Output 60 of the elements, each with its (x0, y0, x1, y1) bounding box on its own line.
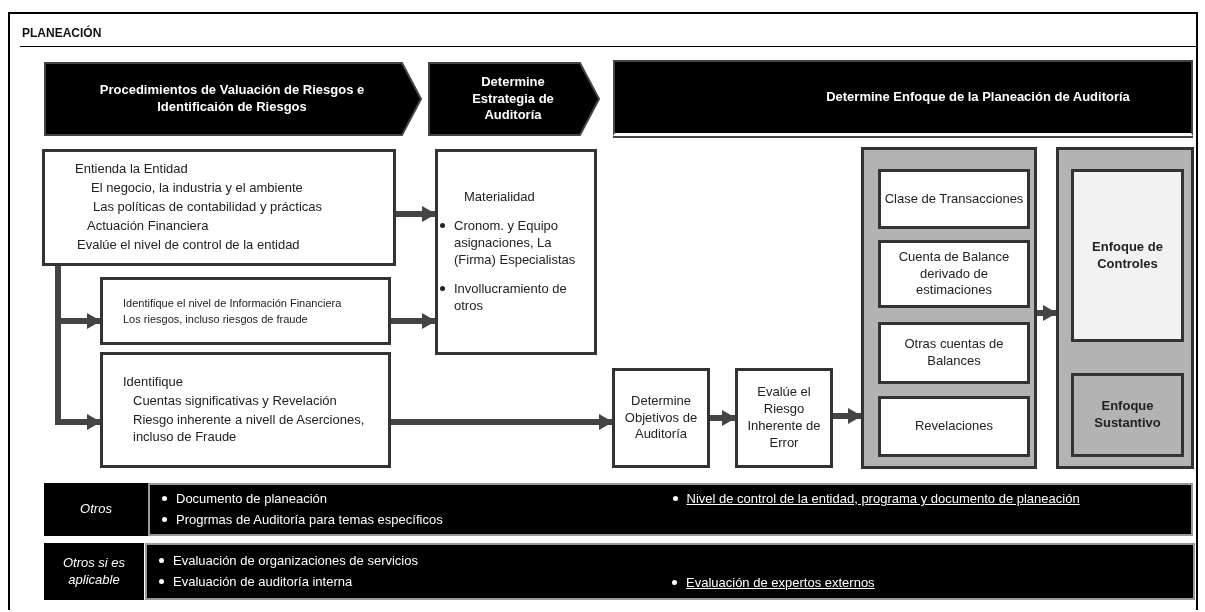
category-box (878, 322, 1030, 384)
node-text: El negocio, la industria y el ambiente (90, 180, 304, 198)
node-text: Identifique (122, 374, 184, 392)
info-band (148, 483, 1193, 536)
arrow (710, 410, 736, 426)
group-panel (1056, 147, 1194, 469)
arrow (1037, 305, 1057, 321)
process-box (100, 352, 391, 468)
process-box (612, 368, 710, 468)
node-text: Enfoque de Controles (1091, 238, 1164, 273)
node-text: Los riesgos, incluso riesgos de fraude (122, 312, 309, 327)
approach-box (1071, 169, 1184, 342)
node-text: Enfoque Sustantivo (1093, 398, 1162, 432)
node-text: Actuación Financiera (86, 217, 210, 235)
arrow (391, 313, 436, 329)
arrow (833, 408, 862, 424)
category-box (878, 240, 1030, 308)
node-text: Revelaciones (914, 418, 993, 435)
bullet-item: Cronom. y Equipo asignaciones, La (Firma) Especialistas (454, 218, 577, 269)
row-label-box (44, 483, 148, 536)
node-text: Procedimientos de Valuación de Riesgos e Identificaión de Riesgos (98, 82, 366, 116)
category-box (878, 169, 1030, 229)
node-text: Cuenta de Balance derivado de estimaciones (897, 248, 1011, 300)
node-text: Evalúe el Riesgo Inherente de Error (746, 384, 822, 452)
link-text: Nivel de control de la entidad, programa y documento de planeación (686, 491, 1080, 508)
category-box (878, 396, 1030, 457)
process-box (435, 149, 597, 355)
node-text: Clase de Transacciones (884, 190, 1024, 208)
process-box (42, 149, 396, 266)
process-box (735, 368, 833, 468)
node-text: Materialidad (463, 189, 536, 207)
bullet-item: Evaluación de organizaciones de servicios (173, 552, 418, 570)
node-text: Determine Objetivos de Auditoría (623, 392, 699, 444)
bullet-item: Invollucramiento de otros (454, 280, 568, 315)
arrow (396, 206, 436, 222)
approach-box (1071, 373, 1184, 457)
node-text: Otras cuentas de Balances (903, 336, 1005, 370)
info-band (145, 543, 1195, 600)
row-label-box (44, 543, 144, 600)
bullet-item: Evaluación de auditoría interna (173, 573, 353, 591)
node-text: Otros (80, 501, 112, 518)
node-text: Entienda la Entidad (74, 161, 189, 179)
node-text: Las políticas de contabilidad y prácticas (92, 199, 324, 216)
node-text: Riesgo inherente a nivell de Aserciones, incluso de Fraude (132, 412, 366, 446)
node-text: Otros si es aplicable (61, 554, 127, 589)
node-text: Identifique el nivel de Información Financiera (122, 295, 343, 310)
header-banner (613, 60, 1193, 136)
link-text: Evaluación de expertos externos (686, 575, 875, 592)
chevron-banner (428, 62, 600, 136)
arrow (391, 414, 613, 430)
group-panel (861, 147, 1037, 469)
node-text: Cuentas significativas y Revelación (132, 393, 338, 410)
node-text: Determine Estrategia de Auditoría (471, 73, 555, 125)
bullet-item: Progrmas de Auditoría para temas específicos (176, 511, 443, 529)
node-text: Evalúe el nivel de control de la entidad (76, 236, 301, 254)
title: PLANEACIÓN (22, 26, 102, 40)
process-box (100, 277, 391, 345)
bullet-item: Documento de planeación (176, 490, 328, 508)
chevron-banner (44, 62, 422, 136)
node-text: Determine Enfoque de la Planeación de Auditoría (826, 89, 1130, 106)
